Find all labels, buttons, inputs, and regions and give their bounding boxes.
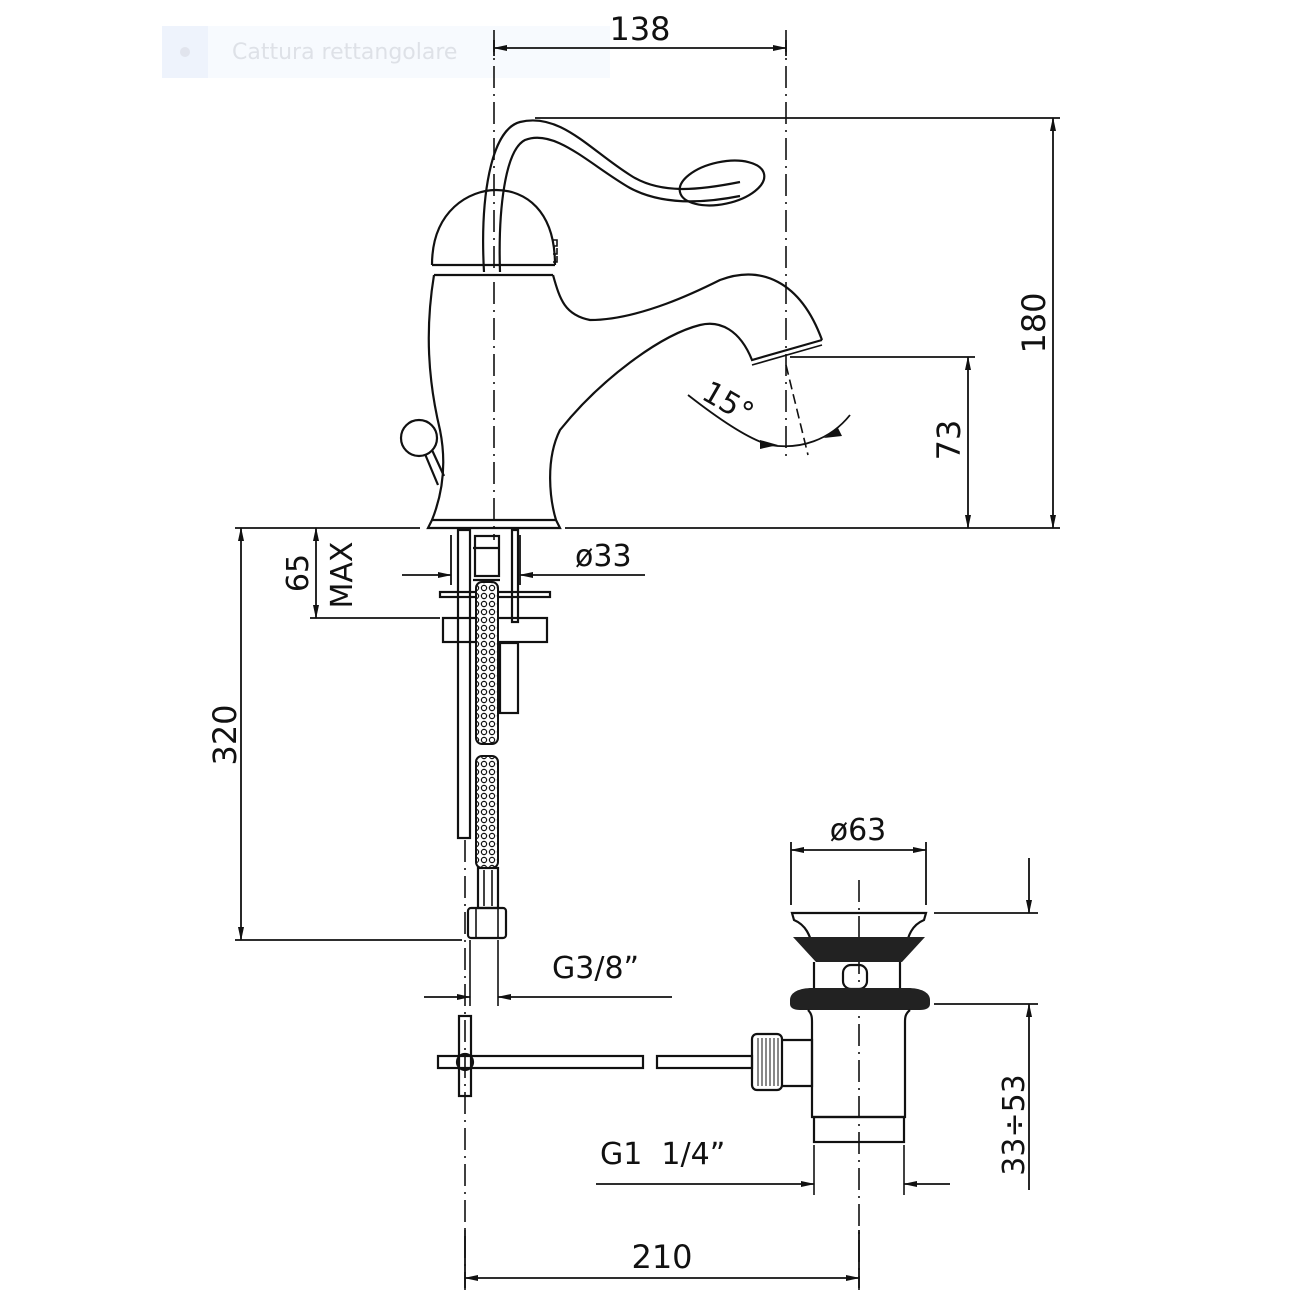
rectangular-capture-tooltip: Cattura rettangolare <box>162 26 610 78</box>
dimension-spout-angle: 15° <box>687 375 851 449</box>
svg-text:210: 210 <box>631 1238 692 1276</box>
mixer-tap <box>399 119 824 530</box>
popup-knob <box>399 418 439 458</box>
svg-text:15°: 15° <box>696 375 760 432</box>
dimension-waste-height: 33÷53 <box>934 858 1038 1190</box>
svg-text:G1 1/4”: G1 1/4” <box>600 1137 725 1172</box>
svg-text:65: 65 <box>281 554 316 592</box>
lever-arm-inner <box>498 136 741 273</box>
dimension-spout-reach: 138 <box>493 10 787 56</box>
svg-text:180: 180 <box>1015 292 1053 353</box>
lever-arm-outer <box>482 119 741 273</box>
dimension-hose-thread: G3/8” <box>424 940 672 1006</box>
popup-rod <box>436 1014 814 1098</box>
body-left <box>427 274 445 521</box>
lever-knob <box>678 159 766 207</box>
record-dot-icon <box>162 26 208 78</box>
capture-label: Cattura rettangolare <box>232 39 458 65</box>
base-plate <box>426 518 562 530</box>
dimension-waste-thread: G1 1/4” <box>596 1137 950 1195</box>
dimension-body-diameter: ø33 <box>402 535 645 585</box>
dimension-total-height: 180 <box>535 117 1060 529</box>
dome-cap <box>430 188 557 266</box>
svg-text:33÷53: 33÷53 <box>997 1074 1032 1175</box>
spout-bottom <box>549 322 823 521</box>
popup-waste <box>790 911 930 1144</box>
spout-top <box>551 273 824 341</box>
dimension-deck-thickness: 65 MAX <box>281 527 440 619</box>
dimension-tap-to-waste: 210 <box>464 1230 860 1288</box>
dimension-waste-diameter: ø63 <box>790 813 927 905</box>
dimension-hose-length: 320 <box>206 527 462 941</box>
svg-text:ø33: ø33 <box>575 539 632 574</box>
svg-text:138: 138 <box>609 10 670 48</box>
svg-text:320: 320 <box>206 704 244 765</box>
svg-text:G3/8”: G3/8” <box>552 951 639 986</box>
svg-text:ø63: ø63 <box>830 813 887 848</box>
dimension-spout-height: 73 <box>790 356 975 529</box>
svg-text:MAX: MAX <box>325 542 360 609</box>
under-deck-fittings <box>438 528 552 940</box>
svg-text:73: 73 <box>930 420 968 461</box>
